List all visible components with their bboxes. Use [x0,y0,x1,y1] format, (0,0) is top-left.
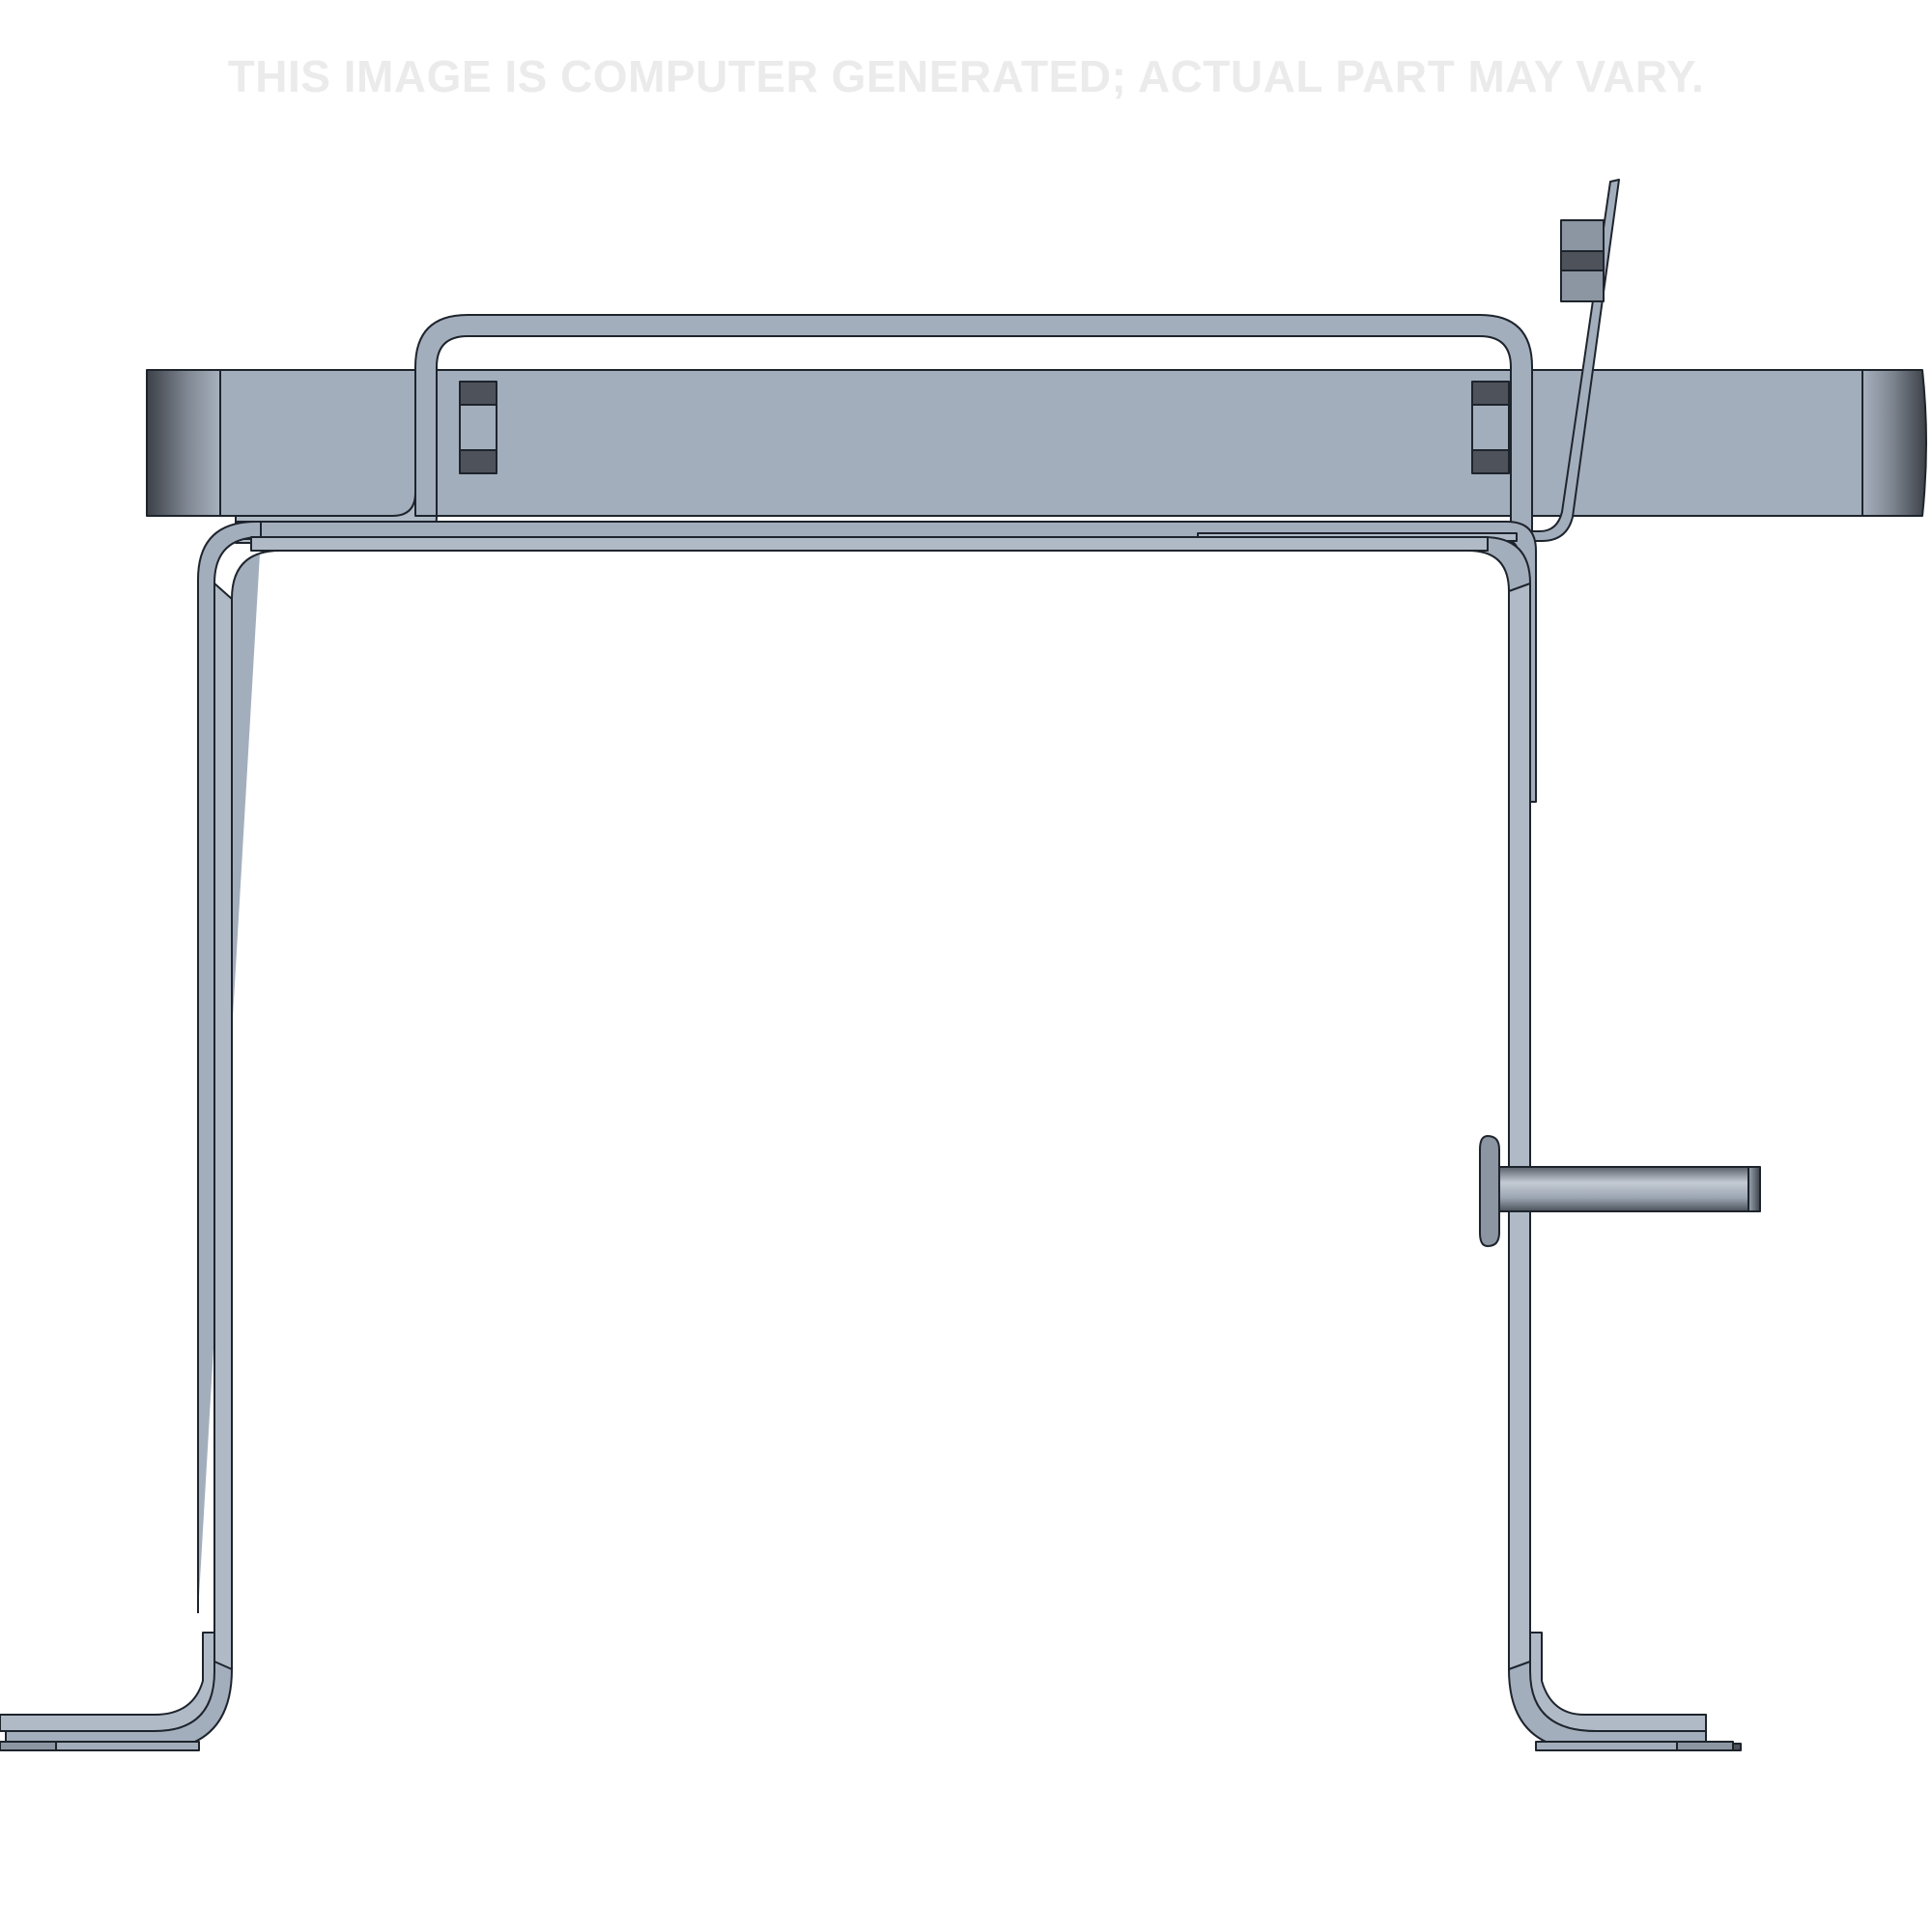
right-end-cap [1861,369,1927,517]
main-bracket [5,521,1707,1751]
top-bar [146,369,1927,517]
lower-strap [235,521,1537,803]
disclaimer-watermark: THIS IMAGE IS COMPUTER GENERATED; ACTUAL… [227,51,1705,101]
mounting-stud [1479,1135,1761,1247]
right-foot [1529,1632,1742,1751]
left-end-cap [146,369,221,517]
retention-blocks [459,381,1510,474]
left-foot [0,1632,215,1751]
